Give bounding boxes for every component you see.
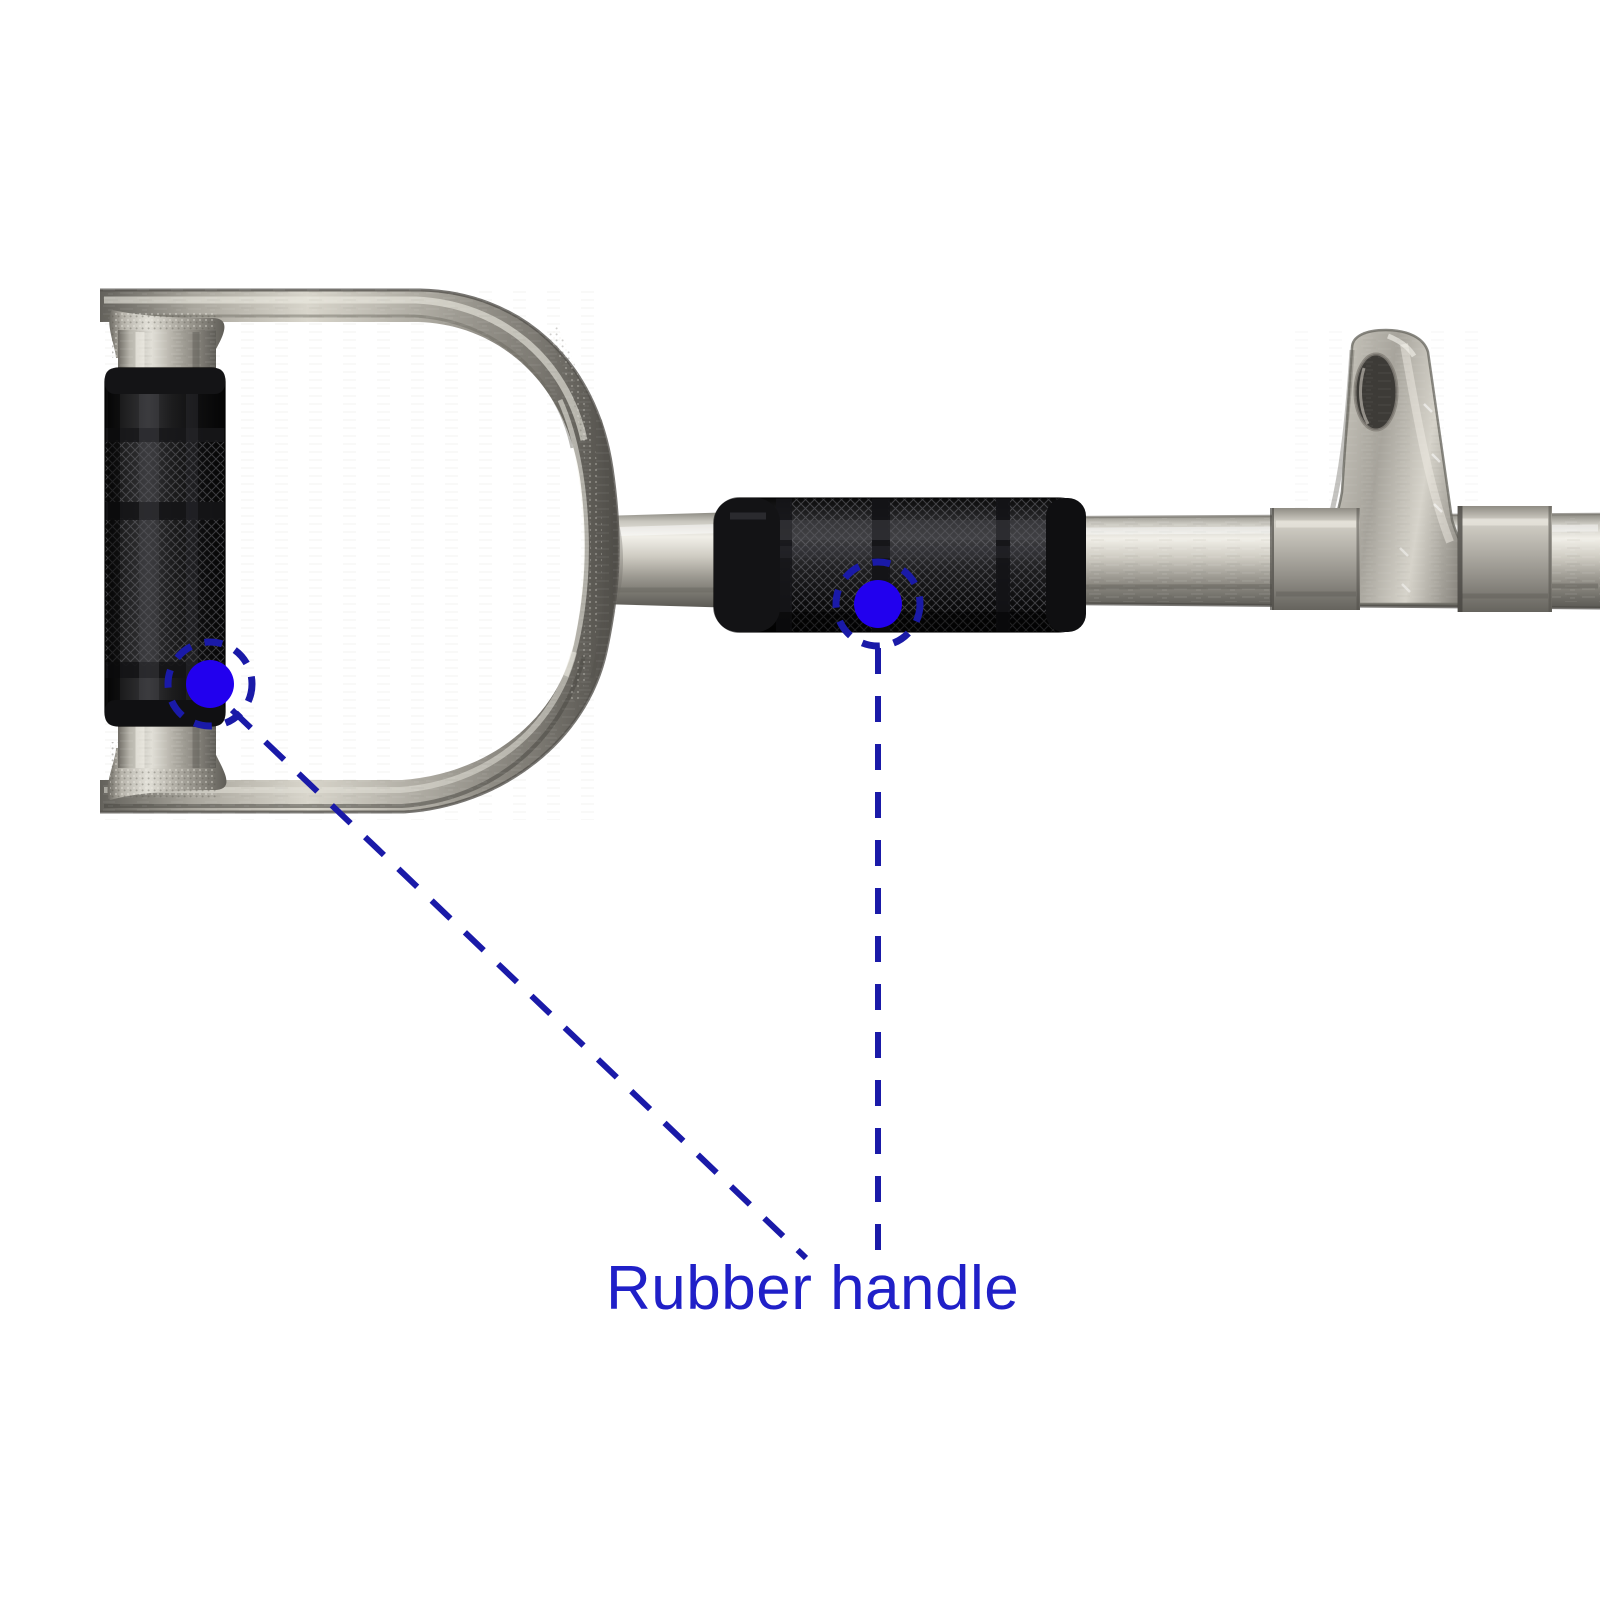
collar-ring-right [1457,506,1552,612]
leader-diagonal [229,707,809,1261]
marker-shaft-grip[interactable] [832,558,924,650]
collar-ring-left [1270,508,1360,610]
marker-ring-icon [832,558,924,650]
annotation-layer [164,558,924,1262]
marker-d-handle-grip[interactable] [164,638,256,730]
annotation-label-rubber-handle: Rubber handle [606,1254,1020,1323]
marker-dot-icon [186,660,234,708]
d-handle-rubber-grip [104,367,226,727]
marker-ring-icon [164,638,256,730]
marker-dot-icon [854,580,902,628]
